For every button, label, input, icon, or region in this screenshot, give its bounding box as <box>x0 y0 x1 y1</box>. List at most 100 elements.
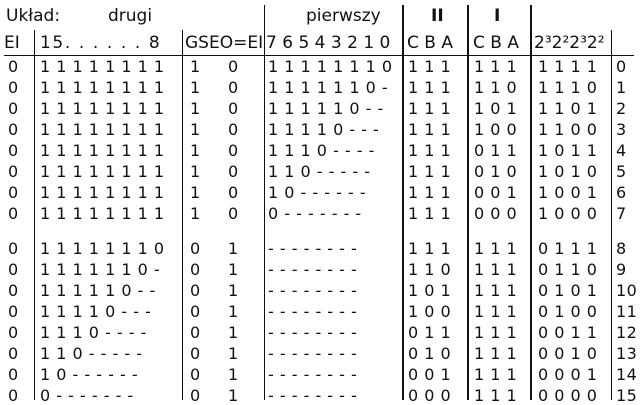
cell-idx: 15 <box>616 386 638 405</box>
cell-ei: 0 <box>8 323 19 342</box>
cell-eo: 0 <box>228 99 239 118</box>
cell-out: 1 0 1 1 <box>538 141 598 160</box>
cell-cba1: 0 0 0 <box>474 204 518 223</box>
cell-gs: 0 <box>190 386 201 405</box>
cell-eo: 0 <box>228 141 239 160</box>
cell-pierwszy: 1 1 1 1 0 - - - <box>268 120 380 139</box>
cell-ei: 0 <box>8 344 19 363</box>
cell-gs: 1 <box>190 120 201 139</box>
cell-out: 0 1 1 0 <box>538 260 598 279</box>
cell-ei: 0 <box>8 120 19 139</box>
cell-gs: 0 <box>190 344 201 363</box>
eo-header: EO=EI <box>209 33 264 53</box>
uklad-label: Układ: <box>6 6 61 26</box>
cell-pierwszy: 1 1 1 1 1 0 - - <box>268 99 384 118</box>
cell-eo: 1 <box>228 281 239 300</box>
cell-ei: 0 <box>8 365 19 384</box>
cell-out: 0 1 0 0 <box>538 302 598 321</box>
divider-index <box>611 30 612 400</box>
cell-drugi: 1 1 1 1 1 1 1 1 <box>40 204 165 223</box>
cell-out: 1 0 0 0 <box>538 204 598 223</box>
cell-cba1: 1 1 1 <box>474 281 518 300</box>
cell-cba2: 1 1 1 <box>408 120 452 139</box>
cell-cba2: 1 1 1 <box>408 78 452 97</box>
cell-idx: 0 <box>616 57 627 76</box>
cell-idx: 6 <box>616 183 627 202</box>
cell-cba1: 1 0 0 <box>474 120 518 139</box>
cell-out: 0 1 0 1 <box>538 281 598 300</box>
cell-cba2: 0 1 0 <box>408 344 452 363</box>
cell-eo: 0 <box>228 120 239 139</box>
divider-two <box>467 5 469 400</box>
cell-gs: 1 <box>190 78 201 97</box>
cell-idx: 4 <box>616 141 627 160</box>
cell-pierwszy: - - - - - - - - <box>268 386 358 405</box>
cell-out: 1 0 0 1 <box>538 183 598 202</box>
cell-idx: 5 <box>616 162 627 181</box>
cell-pierwszy: - - - - - - - - <box>268 323 358 342</box>
cell-gs: 1 <box>190 162 201 181</box>
cell-idx: 11 <box>616 302 638 321</box>
cell-cba2: 1 1 1 <box>408 57 452 76</box>
cell-ei: 0 <box>8 204 19 223</box>
roman-one-label: I <box>494 6 501 26</box>
drugi-inputs-header: 15. . . . . . 8 <box>40 33 162 53</box>
cell-drugi: 1 1 1 1 1 1 1 1 <box>40 99 165 118</box>
cell-cba2: 0 0 1 <box>408 365 452 384</box>
cell-gs: 0 <box>190 302 201 321</box>
cell-pierwszy: 1 1 0 - - - - - <box>268 162 371 181</box>
header-rule <box>4 55 634 56</box>
cell-idx: 1 <box>616 78 627 97</box>
cell-pierwszy: 1 1 1 0 - - - - <box>268 141 375 160</box>
divider-section <box>264 5 265 400</box>
cell-out: 1 1 1 1 <box>538 57 598 76</box>
cell-gs: 1 <box>190 141 201 160</box>
divider-pierwszy <box>402 5 404 400</box>
weights-header: 2³2²2³2² <box>534 33 605 53</box>
cell-eo: 1 <box>228 302 239 321</box>
cell-gs: 1 <box>190 204 201 223</box>
cell-ei: 0 <box>8 183 19 202</box>
cell-cba2: 1 1 0 <box>408 260 452 279</box>
drugi-label: drugi <box>108 6 153 26</box>
cell-ei: 0 <box>8 260 19 279</box>
cell-ei: 0 <box>8 78 19 97</box>
cell-gs: 0 <box>190 281 201 300</box>
cell-drugi: 1 1 1 1 1 1 1 1 <box>40 141 165 160</box>
cell-out: 0 0 0 0 <box>538 386 598 405</box>
cell-eo: 1 <box>228 344 239 363</box>
cell-drugi: 1 1 1 1 1 1 0 - <box>40 260 161 279</box>
cell-cba2: 1 1 1 <box>408 162 452 181</box>
cell-out: 0 1 1 1 <box>538 239 598 258</box>
cell-eo: 1 <box>228 260 239 279</box>
cell-out: 0 0 1 0 <box>538 344 598 363</box>
divider-ei <box>34 30 35 400</box>
cell-drugi: 1 0 - - - - - - <box>40 365 139 384</box>
cell-drugi: 1 1 1 1 1 1 1 0 <box>40 239 165 258</box>
cell-cba1: 1 1 1 <box>474 57 518 76</box>
cell-eo: 1 <box>228 323 239 342</box>
cell-pierwszy: 0 - - - - - - - <box>268 204 362 223</box>
cell-ei: 0 <box>8 99 19 118</box>
cell-drugi: 1 1 1 1 1 1 1 1 <box>40 120 165 139</box>
cell-cba2: 1 0 0 <box>408 302 452 321</box>
pierwszy-label: pierwszy <box>306 6 381 26</box>
cell-cba2: 1 0 1 <box>408 281 452 300</box>
cell-eo: 0 <box>228 183 239 202</box>
cell-drugi: 1 1 1 1 0 - - - <box>40 302 152 321</box>
cell-pierwszy: - - - - - - - - <box>268 239 358 258</box>
cell-gs: 1 <box>190 183 201 202</box>
gs-header: GS <box>185 33 209 53</box>
cell-cba2: 1 1 1 <box>408 183 452 202</box>
cell-eo: 1 <box>228 386 239 405</box>
cell-cba1: 1 1 1 <box>474 344 518 363</box>
divider-drugi <box>182 30 183 400</box>
cell-ei: 0 <box>8 141 19 160</box>
cell-drugi: 1 1 1 1 1 0 - - <box>40 281 156 300</box>
cell-cba1: 1 1 1 <box>474 302 518 321</box>
cell-cba1: 1 1 1 <box>474 260 518 279</box>
cell-eo: 0 <box>228 78 239 97</box>
cell-pierwszy: - - - - - - - - <box>268 344 358 363</box>
cell-idx: 8 <box>616 239 627 258</box>
